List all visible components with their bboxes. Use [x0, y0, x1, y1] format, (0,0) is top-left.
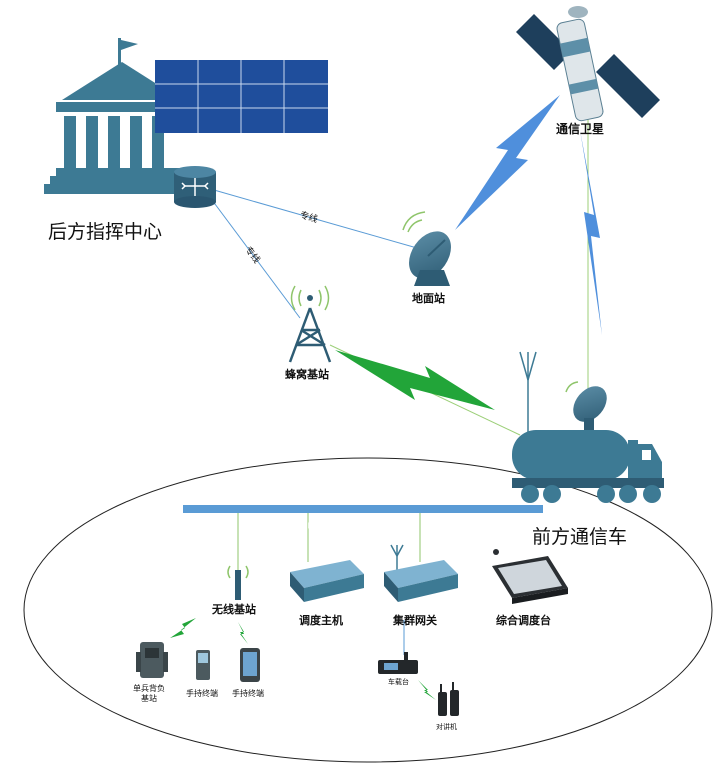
label-handset-1: 手持终端 — [186, 689, 218, 698]
link-base-handset — [238, 622, 248, 644]
label-vehicle-radio: 车载台 — [388, 678, 409, 686]
label-wireless-base: 无线基站 — [212, 603, 256, 616]
label-cell-tower: 蜂窝基站 — [285, 368, 329, 381]
link-base-backpack — [170, 618, 196, 638]
link-radio-walkie — [418, 680, 436, 700]
display-wall-icon — [155, 60, 328, 133]
label-command-center: 后方指挥中心 — [48, 221, 163, 243]
walkie-talkie-icon — [438, 682, 459, 716]
command-center-icon — [44, 38, 202, 194]
dispatch-host-icon — [290, 518, 364, 602]
label-satellite: 通信卫星 — [556, 122, 605, 136]
link-ground-satellite — [455, 95, 560, 230]
communication-vehicle-icon — [512, 351, 664, 503]
cell-tower-icon — [288, 285, 332, 363]
label-ground-station: 地面站 — [412, 292, 445, 305]
line-center-ground — [213, 189, 425, 251]
handset-icon-1 — [196, 650, 210, 680]
label-backpack-station: 单兵背负基站 — [133, 684, 165, 703]
link-tower-vehicle — [335, 350, 495, 410]
console-icon — [492, 549, 568, 604]
local-bus-bar — [183, 505, 543, 513]
handset-icon-2 — [240, 648, 260, 682]
ground-station-dish-icon — [402, 211, 451, 286]
label-handset-2: 手持终端 — [232, 689, 264, 698]
backpack-station-icon — [136, 642, 168, 678]
vehicle-radio-icon — [378, 652, 418, 674]
label-vehicle: 前方通信车 — [532, 526, 628, 548]
satellite-icon — [516, 6, 660, 122]
link-satellite-vehicle — [580, 130, 602, 335]
router-icon — [174, 166, 216, 208]
wireless-base-icon — [227, 565, 249, 600]
deployment-area-ellipse — [23, 457, 713, 763]
line-center-tower — [211, 199, 301, 319]
label-trunk-gateway: 集群网关 — [393, 614, 437, 627]
label-walkie-talkie: 对讲机 — [436, 723, 457, 731]
label-console: 综合调度台 — [496, 614, 551, 627]
label-dispatch-host: 调度主机 — [299, 614, 343, 627]
trunk-gateway-icon — [384, 544, 458, 602]
